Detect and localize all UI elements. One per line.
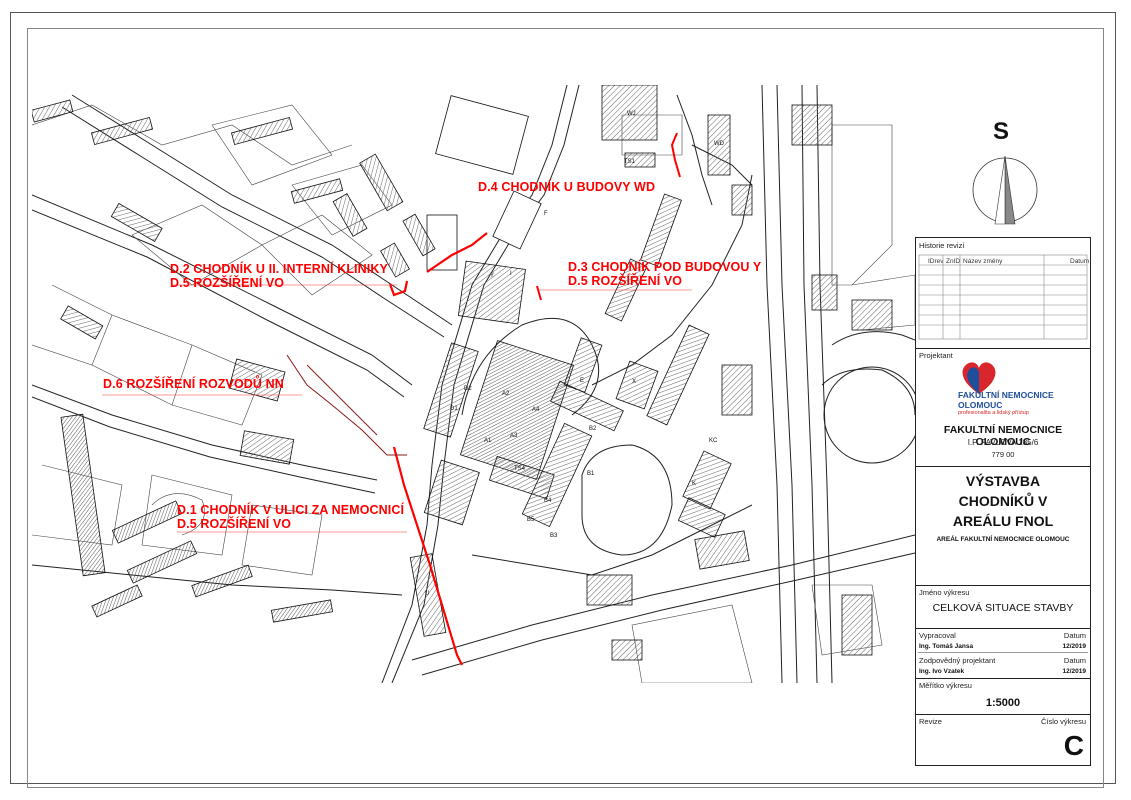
outer-frame xyxy=(10,12,1116,784)
label-d2-line1: D.2 CHODNÍK U II. INTERNÍ KLINIKY xyxy=(170,262,388,276)
bl-a4: A4 xyxy=(532,407,540,413)
bl-b5: B5 xyxy=(527,517,535,523)
d6-cable-route xyxy=(286,354,407,456)
wd-sidewalk-line xyxy=(670,132,681,178)
north-letter: S xyxy=(993,118,1010,145)
rev-col-date: Datum xyxy=(1070,258,1090,265)
label-d2: D.2 CHODNÍK U II. INTERNÍ KLINIKY D.5 RO… xyxy=(170,262,388,290)
project-title-line1: VÝSTAVBA xyxy=(965,473,1041,489)
heart-logo-icon xyxy=(962,362,996,394)
bl-i: I xyxy=(510,271,512,277)
bl-b4: B4 xyxy=(544,498,552,504)
scale-value: 1:5000 xyxy=(985,697,1021,709)
rev-col-zn: ZnID xyxy=(946,258,961,265)
bl-y: Y xyxy=(490,273,494,279)
investor-address: I.P. PAVLOVA 185/6 xyxy=(967,438,1039,447)
label-d3: D.3 CHODNÍK POD BUDOVOU Y D.5 ROZŠÍŘENÍ … xyxy=(568,260,761,288)
drawn-name: Ing. Tomáš Jansa xyxy=(919,643,974,650)
bl-a3: A3 xyxy=(510,433,518,439)
label-d6: D.6 ROZŠÍŘENÍ ROZVODŮ NN xyxy=(103,377,284,391)
revisions-title: Historie revizí xyxy=(919,241,965,250)
logo-name-line1: FAKULTNÍ NEMOCNICE xyxy=(958,390,1054,400)
drawn-date: 12/2019 xyxy=(1062,643,1087,650)
bl-e: E xyxy=(580,378,584,384)
label-d4: D.4 CHODNÍK U BUDOVY WD xyxy=(478,180,655,194)
resp-label: Zodpovědný projektant xyxy=(919,656,996,665)
d4-sidewalk-line xyxy=(426,232,488,273)
rev-col-name: Název změny xyxy=(963,258,1003,265)
title-block: Historie revizí IDrev ZnID Název změny D… xyxy=(915,237,1091,766)
revision-table xyxy=(918,254,1088,340)
logo-name-line2: OLOMOUC xyxy=(958,400,1003,410)
drawn-label: Vypracoval xyxy=(919,631,956,640)
rev-col-id: IDrev xyxy=(928,258,944,265)
bl-f: F xyxy=(544,211,548,217)
compass-icon xyxy=(972,155,1038,225)
logo-tagline: profesionalita a lidský přístup xyxy=(958,410,1029,416)
projektant-label: Projektant xyxy=(919,351,953,360)
bl-d2: D2 xyxy=(464,386,472,392)
resp-date: 12/2019 xyxy=(1062,668,1087,675)
drawing-number-label: Číslo výkresu xyxy=(1040,717,1086,726)
parcel-lines xyxy=(32,104,915,683)
bl-b1: B1 xyxy=(587,471,595,477)
north-arrow: S xyxy=(960,118,1050,228)
label-d3-line1: D.3 CHODNÍK POD BUDOVOU Y xyxy=(568,260,762,274)
label-d3-line2: D.5 ROZŠÍŘENÍ VO xyxy=(568,274,683,288)
drawing-number: C xyxy=(1063,730,1084,761)
bl-u: U xyxy=(425,591,429,597)
inner-frame xyxy=(27,28,1104,788)
bl-ts1: TS1 xyxy=(624,159,636,165)
bl-x: X xyxy=(632,379,636,385)
bl-wd: WD xyxy=(714,141,725,147)
label-d1-line1: D.1 CHODNÍK V ULICI ZA NEMOCNICÍ xyxy=(177,503,405,517)
bl-b2: B2 xyxy=(589,426,597,432)
label-d1-line2: D.5 ROZŠÍŘENÍ VO xyxy=(177,517,292,531)
bl-a2: A2 xyxy=(502,391,510,397)
drawing-name-label: Jméno výkresu xyxy=(919,588,970,597)
bl-kc: KC xyxy=(709,438,718,444)
leader-lines xyxy=(102,284,692,533)
label-d1: D.1 CHODNÍK V ULICI ZA NEMOCNICÍ D.5 ROZ… xyxy=(177,503,404,531)
drawn-date-label: Datum xyxy=(1063,631,1086,640)
d2-sidewalk-line xyxy=(388,280,409,297)
label-d6-line1: D.6 ROZŠÍŘENÍ ROZVODŮ NN xyxy=(103,377,284,391)
label-d4-line1: D.4 CHODNÍK U BUDOVY WD xyxy=(478,180,656,194)
bl-ts4: TS4 xyxy=(514,466,526,472)
resp-date-label: Datum xyxy=(1063,656,1086,665)
project-title-line2: CHODNÍKŮ V xyxy=(958,493,1048,509)
site-map: A1 A2 A3 A4 B1 B2 B3 B4 B5 D1 D2 E F I K… xyxy=(32,85,915,683)
building-labels: A1 A2 A3 A4 B1 B2 B3 B4 B5 D1 D2 E F I K… xyxy=(425,111,725,597)
bl-d1: D1 xyxy=(450,406,458,412)
bl-k: K xyxy=(692,481,696,487)
drawing-name: CELKOVÁ SITUACE STAVBY xyxy=(932,602,1074,614)
investor-name: FAKULTNÍ NEMOCNICE OLOMOUC xyxy=(943,424,1063,448)
d6-cable-route-2 xyxy=(306,364,378,436)
d1-sidewalk-line xyxy=(392,446,463,666)
d3-sidewalk-line xyxy=(536,285,542,301)
bl-b3: B3 xyxy=(550,533,558,539)
investor-zip: 779 00 xyxy=(991,450,1015,459)
buildings xyxy=(32,85,893,661)
revision-label: Revize xyxy=(919,717,942,726)
construction-lines xyxy=(286,132,681,666)
label-d2-line2: D.5 ROZŠÍŘENÍ VO xyxy=(170,276,285,290)
resp-name: Ing. Ivo Vzatek xyxy=(919,668,965,675)
scale-label: Měřítko výkresu xyxy=(919,681,972,690)
project-title-line3: AREÁLU FNOL xyxy=(952,513,1054,529)
bl-a1: A1 xyxy=(484,438,492,444)
bl-wj: WJ xyxy=(627,111,636,117)
project-subtitle: AREÁL FAKULTNÍ NEMOCNICE OLOMOUC xyxy=(936,536,1070,543)
